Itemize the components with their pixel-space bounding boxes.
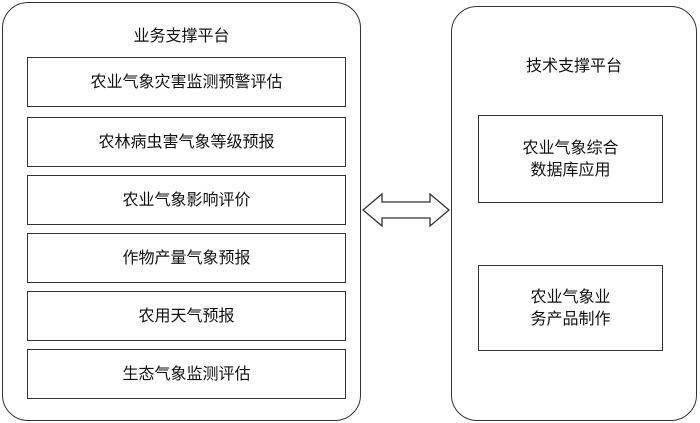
double-arrow-icon [361,192,451,228]
service-box-disaster-monitoring: 农业气象灾害监测预警评估 [27,57,346,107]
service-box-agri-weather-forecast: 农用天气预报 [27,291,346,341]
service-box-yield-forecast: 作物产量气象预报 [27,233,346,283]
technical-platform-title: 技术支撑平台 [525,56,622,75]
double-arrow-shape [361,192,451,228]
technical-support-platform: 技术支撑平台 农业气象综合 数据库应用 农业气象业 务产品制作 [451,6,697,421]
service-box-eco-monitoring: 生态气象监测评估 [27,349,346,399]
service-box-impact-evaluation: 农业气象影响评价 [27,175,346,225]
tech-box-product-making: 农业气象业 务产品制作 [478,265,663,351]
business-platform-title: 业务支撑平台 [133,26,230,45]
tech-box-database-application: 农业气象综合 数据库应用 [478,115,663,203]
service-box-pest-forecast: 农林病虫害气象等级预报 [27,117,346,167]
business-support-platform: 业务支撑平台 农业气象灾害监测预警评估 农林病虫害气象等级预报 农业气象影响评价… [2,2,361,421]
